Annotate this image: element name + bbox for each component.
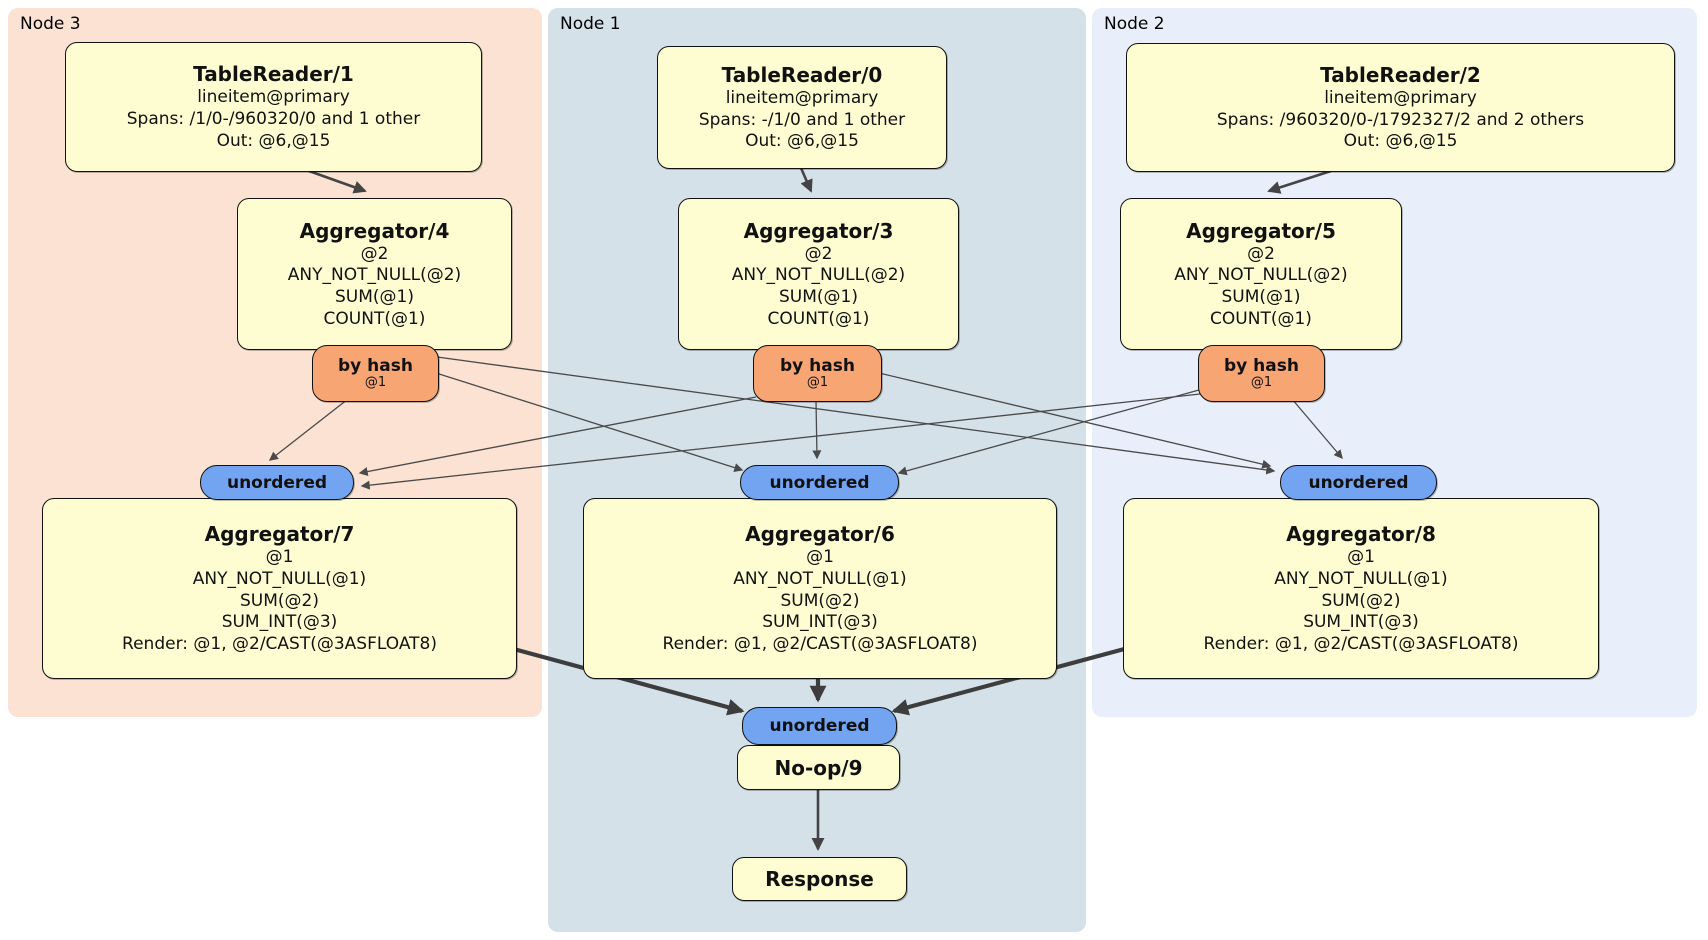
- processor-line: lineitem@primary: [725, 87, 879, 108]
- processor-line: Spans: /1/0-/960320/0 and 1 other: [126, 109, 421, 130]
- processor-line: Out: @6,@15: [745, 131, 859, 152]
- processor-line: Render: @1, @2/CAST(@3ASFLOAT8): [1203, 634, 1519, 655]
- processor-line: lineitem@primary: [1324, 87, 1477, 108]
- processor-title: Aggregator/5: [1186, 218, 1336, 243]
- processor-line: SUM(@1): [335, 287, 414, 307]
- router-key: @1: [364, 374, 387, 390]
- processor-line: Render: @1, @2/CAST(@3ASFLOAT8): [662, 634, 978, 655]
- processor-aggregator3: Aggregator/3 @2 ANY_NOT_NULL(@2) SUM(@1)…: [678, 198, 959, 350]
- processor-line: SUM_INT(@3): [762, 612, 878, 633]
- router-by-hash-4: by hash @1: [312, 345, 439, 402]
- processor-title: No-op/9: [774, 755, 863, 780]
- processor-line: @1: [265, 547, 294, 568]
- processor-line: lineitem@primary: [197, 87, 350, 108]
- processor-line: ANY_NOT_NULL(@1): [733, 568, 907, 589]
- node3-panel-label: Node 3: [20, 14, 81, 34]
- edge-hash3-unordered8: [878, 372, 1272, 469]
- processor-aggregator4: Aggregator/4 @2 ANY_NOT_NULL(@2) SUM(@1)…: [237, 198, 512, 350]
- edge-hash3-unordered6: [812, 399, 822, 460]
- processor-line: ANY_NOT_NULL(@2): [287, 265, 462, 286]
- edge-hash5-unordered6: [897, 389, 1200, 476]
- router-key: @1: [1250, 374, 1273, 390]
- router-label: by hash: [338, 356, 413, 376]
- processor-line: SUM(@2): [240, 590, 319, 611]
- processor-line: SUM_INT(@3): [1303, 612, 1419, 633]
- processor-line: SUM(@1): [1221, 287, 1301, 307]
- stream-unordered-final: unordered: [742, 707, 897, 745]
- processor-aggregator8: Aggregator/8 @1 ANY_NOT_NULL(@1) SUM(@2)…: [1123, 498, 1599, 679]
- processor-title: Aggregator/7: [204, 522, 355, 547]
- edge-hash5-unordered7: [360, 393, 1201, 490]
- edge-hash4-unordered6: [435, 372, 744, 472]
- processor-tablereader0: TableReader/0 lineitem@primary Spans: -/…: [657, 46, 947, 169]
- processor-aggregator6: Aggregator/6 @1 ANY_NOT_NULL(@1) SUM(@2)…: [583, 498, 1057, 679]
- processor-title: Response: [765, 867, 874, 891]
- stream-unordered-8: unordered: [1280, 465, 1437, 500]
- processor-line: ANY_NOT_NULL(@2): [1174, 265, 1348, 286]
- processor-line: Out: @6,@15: [1343, 131, 1458, 152]
- edge-tablereader2-aggregator5: [1267, 169, 1332, 194]
- processor-title: Aggregator/6: [745, 522, 895, 547]
- processor-line: Spans: /960320/0-/1792327/2 and 2 others: [1216, 109, 1585, 130]
- router-by-hash-5: by hash @1: [1198, 345, 1325, 402]
- processor-line: @2: [1247, 243, 1275, 264]
- edge-hash4-unordered8: [436, 356, 1276, 475]
- processor-aggregator7: Aggregator/7 @1 ANY_NOT_NULL(@1) SUM(@2)…: [42, 498, 517, 679]
- edge-aggregator7-unordered9: [509, 645, 745, 716]
- processor-title: TableReader/0: [721, 62, 883, 87]
- processor-title: Aggregator/4: [299, 218, 450, 243]
- processor-line: COUNT(@1): [323, 308, 426, 329]
- processor-line: @2: [360, 243, 389, 264]
- router-label: by hash: [780, 356, 855, 376]
- processor-aggregator5: Aggregator/5 @2 ANY_NOT_NULL(@2) SUM(@1)…: [1120, 198, 1402, 350]
- processor-line: @2: [804, 243, 833, 264]
- edge-hash5-unordered8: [1291, 398, 1343, 460]
- edge-tablereader0-aggregator3: [799, 167, 813, 193]
- processor-response: Response: [732, 857, 907, 901]
- processor-line: Spans: -/1/0 and 1 other: [698, 109, 906, 130]
- processor-line: @1: [806, 547, 834, 568]
- stream-unordered-6: unordered: [740, 465, 899, 500]
- edge-hash3-unordered7: [358, 396, 757, 477]
- edge-aggregator8-unordered9: [891, 645, 1129, 716]
- processor-line: Render: @1, @2/CAST(@3ASFLOAT8): [122, 634, 437, 655]
- processor-title: TableReader/1: [193, 62, 354, 87]
- processor-line: ANY_NOT_NULL(@2): [731, 265, 906, 286]
- processor-line: ANY_NOT_NULL(@1): [192, 568, 367, 589]
- router-label: by hash: [1224, 356, 1299, 376]
- router-key: @1: [806, 374, 829, 390]
- processor-line: SUM_INT(@3): [221, 612, 338, 633]
- processor-line: COUNT(@1): [767, 308, 870, 329]
- edge-hash4-unordered7: [268, 398, 349, 461]
- processor-title: TableReader/2: [1320, 62, 1481, 87]
- processor-title: Aggregator/3: [743, 218, 894, 243]
- processor-line: SUM(@2): [1321, 590, 1401, 611]
- processor-tablereader1: TableReader/1 lineitem@primary Spans: /1…: [65, 42, 482, 172]
- processor-line: SUM(@2): [780, 590, 860, 611]
- processor-line: @1: [1347, 547, 1375, 568]
- processor-tablereader2: TableReader/2 lineitem@primary Spans: /9…: [1126, 43, 1675, 172]
- processor-title: Aggregator/8: [1286, 522, 1436, 547]
- node1-panel-label: Node 1: [560, 14, 621, 34]
- router-by-hash-3: by hash @1: [753, 345, 882, 402]
- stream-unordered-7: unordered: [200, 465, 354, 500]
- processor-line: Out: @6,@15: [216, 130, 331, 151]
- processor-noop9: No-op/9: [737, 745, 900, 790]
- processor-line: COUNT(@1): [1210, 308, 1312, 329]
- processor-line: ANY_NOT_NULL(@1): [1274, 568, 1448, 589]
- node2-panel-label: Node 2: [1104, 14, 1165, 34]
- processor-line: SUM(@1): [779, 287, 858, 307]
- edge-tablereader1-aggregator4: [308, 169, 367, 194]
